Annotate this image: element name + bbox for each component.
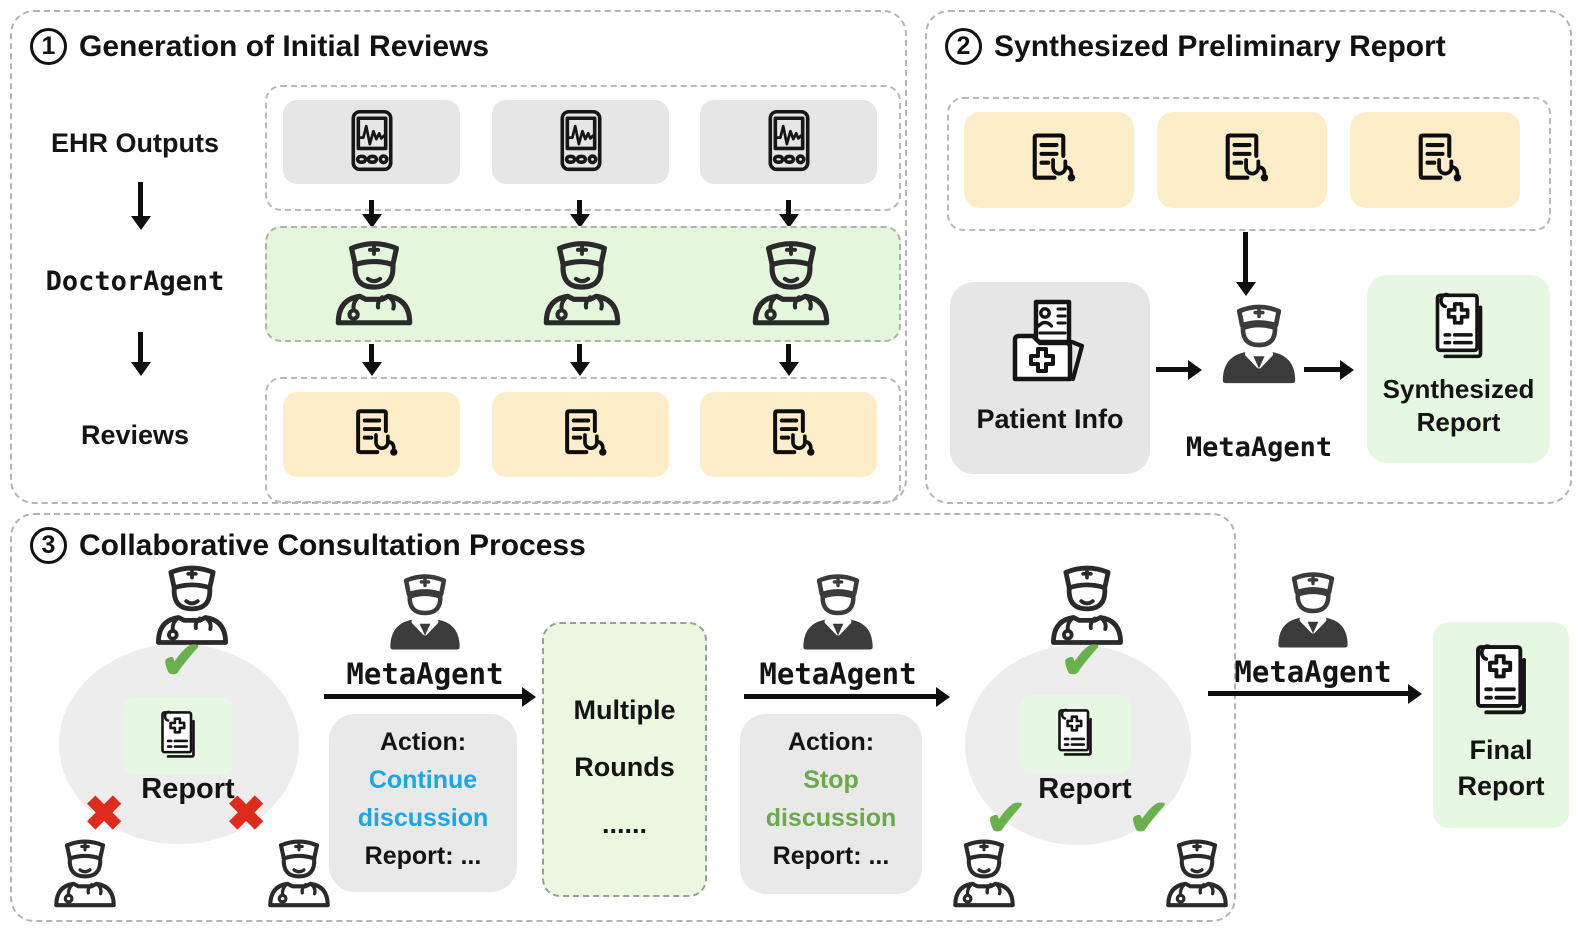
down-arrow [138,332,143,362]
action-head: Action: [379,728,467,756]
clipboard-report-icon [1455,636,1547,728]
synthesized-report-box: Synthesized Report [1367,275,1550,463]
panel3-title: Collaborative Consultation Process [79,528,586,562]
preliminary-reviews-group [947,97,1551,231]
action-box-stop: Action: Stop discussion Report: ... [740,714,922,894]
panel-synthesized-preliminary-report: 2 Synthesized Preliminary Report Patient… [925,10,1572,504]
panel3-header: 3 Collaborative Consultation Process [30,527,586,564]
ehr-monitor-box [700,100,877,184]
check-icon: ✔ [985,790,1027,846]
rounds-line: ...... [601,809,647,839]
final-report-label: Final Report [1457,735,1545,801]
review-box [492,392,669,477]
meta-agent-label: MetaAgent [1185,432,1333,463]
label-reviews: Reviews [80,420,190,450]
report-tile [1020,695,1130,773]
down-arrow [369,200,374,214]
report-label: Report [141,773,235,805]
meta-agent-icon [1268,566,1358,656]
action-decision-continue: Continue discussion [357,766,489,832]
action-decision-stop: Stop discussion [765,766,897,832]
medical-report-icon [548,402,614,468]
ecg-monitor-icon [753,106,825,178]
panel2-title: Synthesized Preliminary Report [994,29,1446,63]
rounds-line: Rounds [574,752,675,782]
patient-info-label: Patient Info [976,404,1124,434]
down-arrow [577,344,582,362]
medical-report-icon [1015,126,1083,194]
cross-icon: ✖ [226,788,267,841]
ehr-outputs-group [265,85,901,211]
doctor-icon [531,233,633,335]
right-arrow [1156,367,1188,372]
panel1-header: 1 Generation of Initial Reviews [30,28,489,65]
patient-folder-icon [1000,296,1100,396]
down-arrow [369,344,374,362]
multiple-rounds-box: Multiple Rounds ...... [542,622,707,897]
panel2-number-badge: 2 [945,28,982,65]
action-report: Report: ... [364,842,482,870]
panel-generation-initial-reviews: 1 Generation of Initial Reviews EHR Outp… [10,10,907,504]
doctor-icon [44,833,126,915]
down-arrow [138,182,143,216]
panel-collaborative-consultation: 3 Collaborative Consultation Process ✔ R… [10,513,1236,922]
down-arrow [786,200,791,214]
review-box [1157,112,1327,208]
label-ehr-outputs: EHR Outputs [51,128,219,158]
review-box [283,392,460,477]
doctor-icon [258,833,340,915]
right-arrow [1304,367,1340,372]
down-arrow [786,344,791,362]
panel1-number-badge: 1 [30,28,67,65]
ehr-monitor-box [283,100,460,184]
action-box-continue: Action: Continue discussion Report: ... [329,714,517,892]
doctor-icon [740,233,842,335]
doctor-icon [1156,833,1238,915]
clipboard-report-icon [147,705,209,767]
ehr-monitor-box [492,100,669,184]
down-arrow [1243,232,1248,282]
synthesized-report-label: Synthesized Report [1382,374,1535,437]
meta-agent-icon [793,568,883,658]
rounds-line: Multiple [573,695,676,725]
panel2-header: 2 Synthesized Preliminary Report [945,28,1446,65]
check-icon: ✔ [1128,790,1170,846]
ecg-monitor-icon [545,106,617,178]
clipboard-report-icon [1416,285,1502,371]
medical-report-icon [1401,126,1469,194]
panel3-number-badge: 3 [30,527,67,564]
label-doctor-agent: DoctorAgent [45,266,225,297]
meta-agent-label: MetaAgent [346,657,504,691]
panel1-title: Generation of Initial Reviews [79,29,490,63]
ecg-monitor-icon [336,106,408,178]
report-label: Report [1038,773,1132,805]
down-arrow [577,200,582,214]
review-box [964,112,1134,208]
reviews-group [265,377,901,503]
final-report-box: Final Report [1433,622,1569,828]
meta-agent-icon [1212,298,1306,392]
report-tile [124,697,232,775]
doctor-agents-band [265,226,901,342]
action-report: Report: ... [772,842,890,870]
doctor-icon [943,833,1025,915]
right-arrow [744,694,936,699]
review-box [1350,112,1520,208]
action-head: Action: [787,728,875,756]
clipboard-report-icon [1044,703,1106,765]
meta-agent-label: MetaAgent [1234,655,1392,689]
right-arrow [1208,691,1408,696]
medical-report-icon [756,402,822,468]
meta-agent-icon [380,568,470,658]
cross-icon: ✖ [84,788,125,841]
check-icon: ✔ [1060,632,1104,690]
patient-info-box: Patient Info [950,282,1150,474]
medical-report-icon [339,402,405,468]
meta-agent-label: MetaAgent [759,657,917,691]
check-icon: ✔ [160,632,204,690]
doctor-icon [323,233,425,335]
right-arrow [324,694,522,699]
review-box [700,392,877,477]
medical-report-icon [1208,126,1276,194]
